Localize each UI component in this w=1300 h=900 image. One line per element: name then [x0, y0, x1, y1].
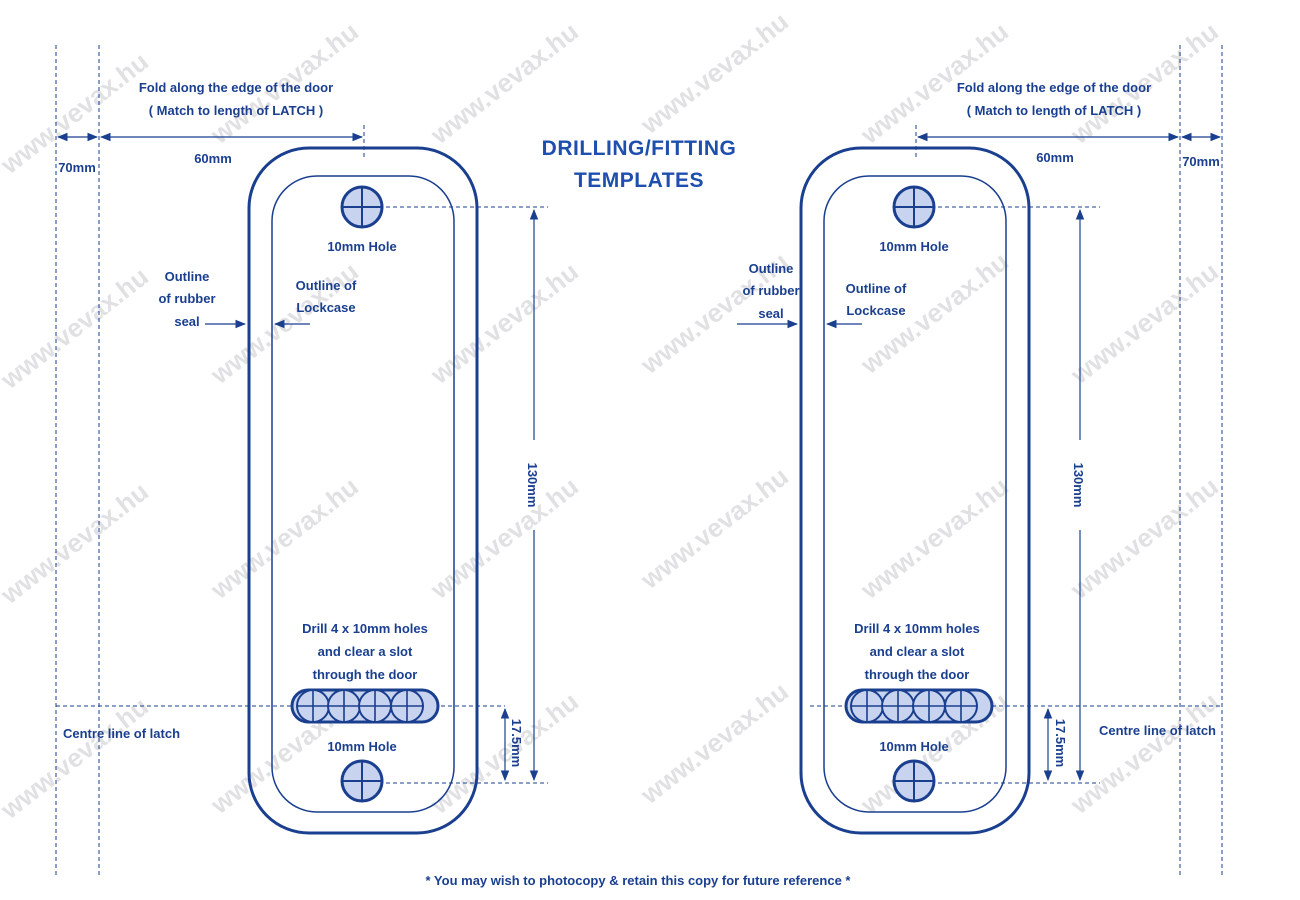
right-slot-hole-3-icon	[912, 689, 946, 723]
left-fold-text-line2: ( Match to length of LATCH )	[149, 103, 324, 118]
watermark-text-15: www.vevax.hu	[424, 471, 584, 605]
right-drill-text-1: Drill 4 x 10mm holes	[854, 621, 980, 636]
right-drill-text-3: through the door	[865, 667, 970, 682]
watermark-text-13: www.vevax.hu	[0, 476, 154, 610]
watermark-text-12: www.vevax.hu	[1064, 256, 1224, 390]
left-drill-text-1: Drill 4 x 10mm holes	[302, 621, 428, 636]
left-slot-hole-1-icon	[296, 689, 330, 723]
left-top-hole-label: 10mm Hole	[327, 239, 396, 254]
right-template: Fold along the edge of the door ( Match …	[737, 80, 1222, 835]
right-fold-text-line2: ( Match to length of LATCH )	[967, 103, 1142, 118]
watermark-text-7: www.vevax.hu	[0, 261, 154, 395]
watermark-layer: www.vevax.hu www.vevax.hu www.vevax.hu www.…	[0, 6, 1224, 825]
watermark-text-8: www.vevax.hu	[204, 256, 364, 390]
right-slot-hole-1-icon	[850, 689, 884, 723]
left-slot-hole-2-icon	[327, 689, 361, 723]
left-template: Fold along the edge of the door ( Match …	[56, 80, 548, 835]
right-fold-text-line1: Fold along the edge of the door	[957, 80, 1151, 95]
page-title-line1: DRILLING/FITTING	[542, 137, 737, 160]
left-fold-text-line1: Fold along the edge of the door	[139, 80, 333, 95]
right-rubber-seal-label-1: Outline	[749, 261, 794, 276]
left-dim-17-5: 17.5mm	[509, 719, 524, 767]
left-bottom-hole-label: 10mm Hole	[327, 739, 396, 754]
left-drill-text-3: through the door	[313, 667, 418, 682]
right-lockcase-label-1: Outline of	[846, 281, 907, 296]
left-lockcase-outline	[271, 175, 455, 813]
right-centre-line-label: Centre line of latch	[1099, 723, 1216, 738]
left-dim-70: 70mm	[58, 160, 96, 175]
watermark-text-16: www.vevax.hu	[634, 461, 794, 595]
left-lockcase-label-2: Lockcase	[296, 300, 355, 315]
right-lockcase-outline	[823, 175, 1007, 813]
right-rubber-seal-label-3: seal	[758, 306, 783, 321]
right-dim-60: 60mm	[1036, 150, 1074, 165]
left-rubber-seal-label-2: of rubber	[158, 291, 215, 306]
left-rubber-seal-label-1: Outline	[165, 269, 210, 284]
left-dim-130: 130mm	[525, 463, 540, 508]
footer-note: * You may wish to photocopy & retain thi…	[426, 873, 852, 888]
left-dim-60: 60mm	[194, 151, 232, 166]
left-drill-text-2: and clear a slot	[318, 644, 413, 659]
left-centre-line-label: Centre line of latch	[63, 726, 180, 741]
watermark-text-18: www.vevax.hu	[1064, 471, 1224, 605]
left-slot-hole-3-icon	[358, 689, 392, 723]
watermark-text-17: www.vevax.hu	[854, 471, 1014, 605]
left-lockcase-label-1: Outline of	[296, 278, 357, 293]
right-bottom-hole-icon	[892, 759, 936, 803]
watermark-text-24: www.vevax.hu	[1064, 686, 1224, 820]
watermark-text-14: www.vevax.hu	[204, 471, 364, 605]
left-slot-hole-4-icon	[390, 689, 424, 723]
right-top-hole-label: 10mm Hole	[879, 239, 948, 254]
right-slot-hole-2-icon	[881, 689, 915, 723]
watermark-text-19: www.vevax.hu	[0, 691, 154, 825]
right-drill-text-2: and clear a slot	[870, 644, 965, 659]
right-dim-17-5: 17.5mm	[1053, 719, 1068, 767]
right-rubber-seal-label-2: of rubber	[742, 283, 799, 298]
right-dim-70: 70mm	[1182, 154, 1220, 169]
right-bottom-hole-label: 10mm Hole	[879, 739, 948, 754]
watermark-text-9: www.vevax.hu	[424, 256, 584, 390]
right-rubber-seal-outline	[799, 146, 1031, 835]
right-lockcase-label-2: Lockcase	[846, 303, 905, 318]
page-title-line2: TEMPLATES	[574, 169, 704, 192]
watermark-text-4: www.vevax.hu	[634, 6, 794, 140]
watermark-text-22: www.vevax.hu	[634, 676, 794, 810]
watermark-text-3: www.vevax.hu	[424, 16, 584, 150]
left-bottom-hole-icon	[340, 759, 384, 803]
right-slot-hole-4-icon	[944, 689, 978, 723]
right-dim-130: 130mm	[1071, 463, 1086, 508]
left-rubber-seal-label-3: seal	[174, 314, 199, 329]
left-rubber-seal-outline	[247, 146, 479, 835]
